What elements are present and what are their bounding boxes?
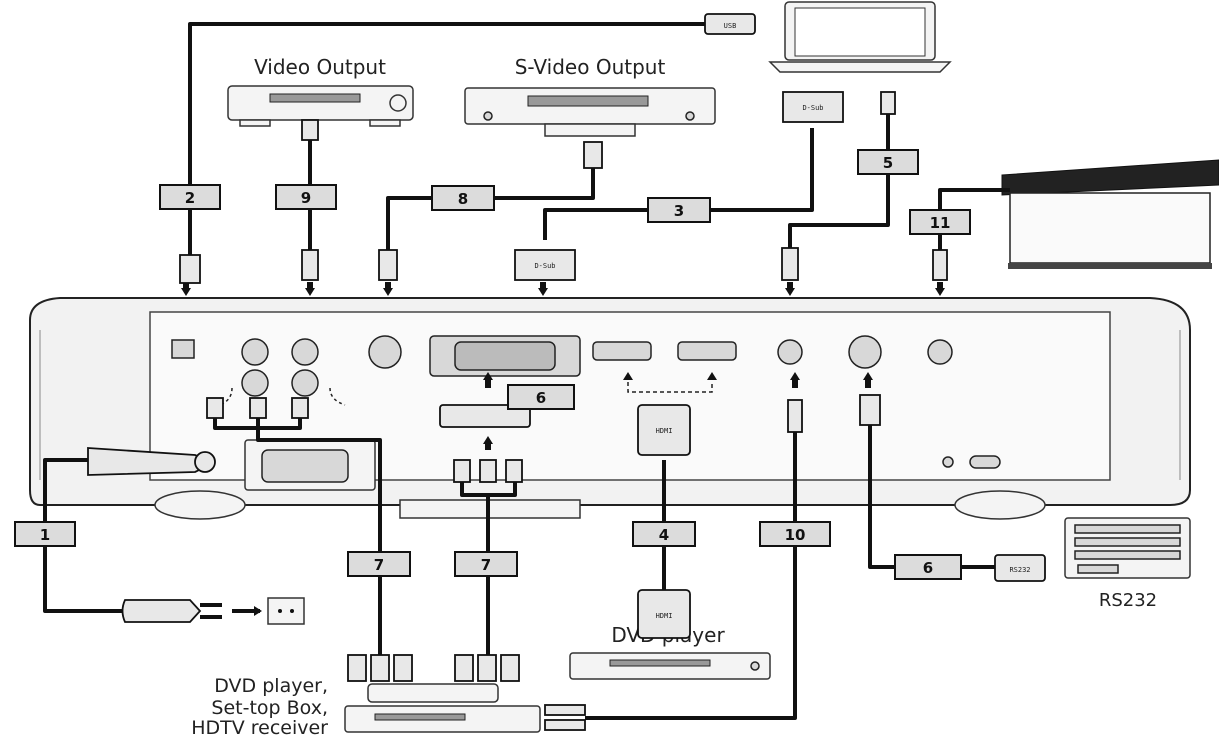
hdmi-plug-bottom <box>637 589 691 639</box>
video-output-device <box>227 85 414 127</box>
settop-label-line3: HDTV receiver <box>191 717 328 735</box>
svg-text:5: 5 <box>883 154 893 172</box>
svg-text:D-Sub: D-Sub <box>534 262 555 270</box>
cable-tag-8: 8 <box>431 185 495 211</box>
svg-text:HDMI: HDMI <box>656 427 673 435</box>
usb-port <box>171 339 195 359</box>
audio-in-port <box>777 339 803 365</box>
svg-text:USB: USB <box>724 22 737 30</box>
svg-text:2: 2 <box>185 189 195 207</box>
mains-plug <box>121 599 202 623</box>
cable-tag-2: 2 <box>159 184 221 210</box>
video-output-label: Video Output <box>254 55 386 79</box>
projection-screen <box>1001 159 1219 269</box>
rs232-label: RS232 <box>1099 590 1157 611</box>
cable-tag-7b: 7 <box>454 551 518 577</box>
svideo-output-device <box>464 87 716 137</box>
cable-tag-10: 10 <box>759 521 831 547</box>
cable-tag-5: 5 <box>857 149 919 175</box>
component-port-y <box>241 338 269 366</box>
cable-tag-7a: 7 <box>347 551 411 577</box>
cable-2-path <box>188 22 710 255</box>
rs232-computer <box>1064 517 1191 579</box>
dc-out-port <box>927 339 953 365</box>
dsub-plug-laptop <box>782 91 844 123</box>
rs232-port <box>848 335 882 369</box>
svg-text:11: 11 <box>930 214 951 232</box>
svg-text:3: 3 <box>674 202 684 220</box>
dsub-port <box>454 341 556 371</box>
svg-text:9: 9 <box>301 189 311 207</box>
hdmi-plug-top <box>637 404 691 456</box>
video-port <box>291 338 319 366</box>
svg-text:1: 1 <box>40 526 50 544</box>
cable-tag-11: 11 <box>909 209 971 235</box>
svg-text:7: 7 <box>481 556 491 574</box>
cable-tag-6a: 6 <box>507 384 575 410</box>
vga-component-adapter <box>439 404 531 428</box>
svg-text:D-Sub: D-Sub <box>802 104 823 112</box>
svg-text:RS232: RS232 <box>1009 566 1030 574</box>
svg-text:6: 6 <box>536 389 546 407</box>
cable-tag-3: 3 <box>647 197 711 223</box>
dsub-plug-port <box>514 249 576 281</box>
settop-label-line2: Set-top Box, <box>211 697 328 719</box>
svg-text:6: 6 <box>923 559 933 577</box>
cable-7a-path <box>213 415 382 655</box>
plugs: USB D-Sub D-Sub HDMI HDMI <box>87 13 1046 731</box>
rs232-plug <box>994 554 1046 582</box>
settop-label-line1: DVD player, <box>214 675 328 697</box>
port-arrows <box>181 282 945 450</box>
dvd-player <box>569 652 771 680</box>
cable-5-path <box>788 110 890 250</box>
wall-outlet <box>232 597 305 625</box>
svideo-port <box>368 335 402 369</box>
cable-tag-6b: 6 <box>894 554 962 580</box>
port-panel <box>171 335 1001 491</box>
svideo-output-label: S-Video Output <box>515 55 666 79</box>
hdmi-port-2 <box>677 341 737 361</box>
hdmi-split-dashes <box>627 382 713 393</box>
cable-tags: 2 9 8 3 5 11 6 1 7 7 4 10 6 <box>14 149 971 580</box>
cable-tag-1: 1 <box>14 521 76 547</box>
svg-text:10: 10 <box>785 526 806 544</box>
settop-device <box>344 683 541 733</box>
cable-tag-9: 9 <box>275 184 337 210</box>
svg-text:4: 4 <box>659 526 669 544</box>
component-port-pr <box>291 369 319 397</box>
svg-text:7: 7 <box>374 556 384 574</box>
laptop <box>768 1 952 73</box>
usb-plug <box>704 13 756 35</box>
usb-b-plug <box>179 254 201 284</box>
svg-text:HDMI: HDMI <box>656 612 673 620</box>
cable-tag-4: 4 <box>632 521 696 547</box>
hdmi-port-1 <box>592 341 652 361</box>
kensington-lock <box>942 456 954 468</box>
component-port-pb <box>241 369 269 397</box>
projector-body <box>29 297 1191 520</box>
svg-text:8: 8 <box>458 190 468 208</box>
